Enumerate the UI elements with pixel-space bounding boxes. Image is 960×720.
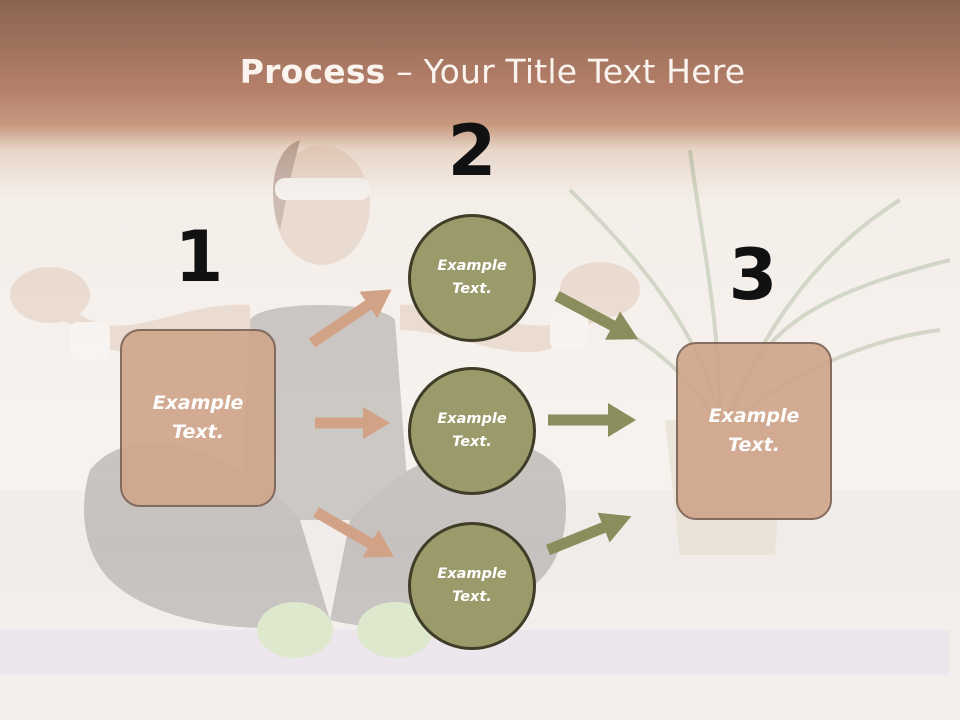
arrow-left-middle [315, 407, 390, 439]
step-2-circle-bottom: Example Text. [408, 522, 536, 650]
step-2-circle-top: Example Text. [408, 214, 536, 342]
step-3-box: Example Text. [676, 342, 832, 520]
circle-bottom-line1: Example [437, 566, 507, 582]
step-number-2: 2 [447, 110, 497, 192]
step-1-box: Example Text. [120, 329, 276, 507]
step-1-box-line2: Text. [172, 421, 224, 443]
arrow-right-down [554, 291, 639, 340]
circle-top-line1: Example [437, 258, 507, 274]
right-arrows [545, 291, 639, 556]
arrow-right-middle [548, 403, 636, 437]
arrow-left-up [308, 289, 392, 348]
slide-title: Process – Your Title Text Here [0, 52, 960, 91]
circle-middle-line2: Text. [452, 434, 492, 450]
step-3-box-line1: Example [708, 405, 800, 427]
circle-top-line2: Text. [452, 281, 492, 297]
circle-middle-line1: Example [437, 411, 507, 427]
circle-bottom-line2: Text. [452, 589, 492, 605]
step-2-circle-middle: Example Text. [408, 367, 536, 495]
step-3-box-line2: Text. [728, 434, 780, 456]
title-bold: Process [239, 52, 386, 91]
left-arrows [308, 289, 394, 558]
step-1-box-line1: Example [152, 392, 244, 414]
title-rest: – Your Title Text Here [385, 52, 746, 91]
arrow-right-up [545, 512, 632, 556]
step-number-3: 3 [728, 234, 778, 316]
sneakers [257, 602, 433, 658]
step-number-1: 1 [174, 216, 224, 298]
arrow-left-down [313, 507, 394, 558]
